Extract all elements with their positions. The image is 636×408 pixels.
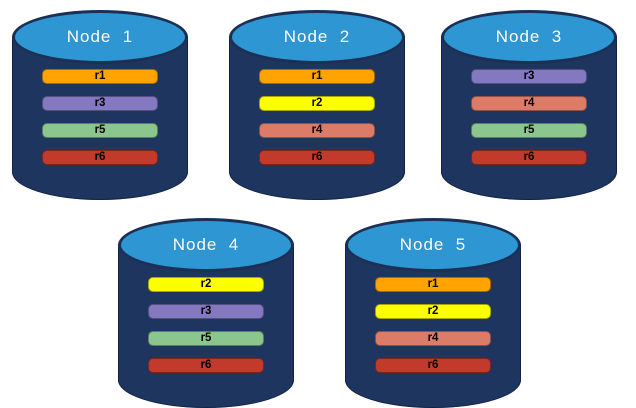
node-3-cylinder: Node 3 r3 r4 r5 r6: [441, 10, 617, 200]
replica-label: r3: [94, 96, 106, 109]
replica-label: r2: [200, 277, 212, 290]
replica-label: r6: [94, 150, 106, 163]
replica-bar-r5: r5: [148, 331, 264, 346]
replica-bar-r4: r4: [259, 123, 375, 138]
replica-bar-r2: r2: [148, 277, 264, 292]
node-1-cylinder: Node 1 r1 r3 r5 r6: [12, 10, 188, 200]
replica-label: r3: [523, 69, 535, 82]
replica-label: r4: [427, 331, 439, 344]
replica-label: r4: [311, 123, 323, 136]
replica-label: r6: [200, 358, 212, 371]
replica-bar-r6: r6: [259, 150, 375, 165]
node-1-replica-list: r1 r3 r5 r6: [12, 69, 188, 165]
node-2-replica-list: r1 r2 r4 r6: [229, 69, 405, 165]
node-1-label: Node 1: [66, 27, 134, 46]
replica-bar-r6: r6: [375, 358, 491, 373]
node-4-cylinder: Node 4 r2 r3 r5 r6: [118, 218, 294, 408]
node-5-label: Node 5: [399, 235, 467, 254]
replica-bar-r6: r6: [42, 150, 158, 165]
node-2-label: Node 2: [283, 27, 351, 46]
replica-label: r6: [311, 150, 323, 163]
replica-label: r5: [200, 331, 212, 344]
replica-label: r1: [427, 277, 439, 290]
replica-label: r3: [200, 304, 212, 317]
node-4-replica-list: r2 r3 r5 r6: [118, 277, 294, 373]
replica-bar-r1: r1: [375, 277, 491, 292]
node-4-label: Node 4: [172, 235, 240, 254]
replica-bar-r5: r5: [471, 123, 587, 138]
replica-label: r6: [427, 358, 439, 371]
replica-bar-r1: r1: [259, 69, 375, 84]
node-2-cylinder-top: Node 2: [229, 10, 405, 64]
node-3-replica-list: r3 r4 r5 r6: [441, 69, 617, 165]
replica-bar-r6: r6: [148, 358, 264, 373]
node-2-cylinder: Node 2 r1 r2 r4 r6: [229, 10, 405, 200]
replica-label: r4: [523, 96, 535, 109]
replica-bar-r5: r5: [42, 123, 158, 138]
node-3-label: Node 3: [495, 27, 563, 46]
replica-label: r2: [311, 96, 323, 109]
replica-bar-r3: r3: [471, 69, 587, 84]
node-5-replica-list: r1 r2 r4 r6: [345, 277, 521, 373]
replica-bar-r2: r2: [375, 304, 491, 319]
node-5-cylinder-top: Node 5: [345, 218, 521, 272]
replica-bar-r3: r3: [148, 304, 264, 319]
replica-bar-r4: r4: [471, 96, 587, 111]
replica-label: r6: [523, 150, 535, 163]
node-5-cylinder: Node 5 r1 r2 r4 r6: [345, 218, 521, 408]
replica-bar-r2: r2: [259, 96, 375, 111]
replica-bar-r3: r3: [42, 96, 158, 111]
replica-label: r5: [94, 123, 106, 136]
replica-label: r1: [94, 69, 106, 82]
node-1-cylinder-top: Node 1: [12, 10, 188, 64]
node-4-cylinder-top: Node 4: [118, 218, 294, 272]
replica-label: r2: [427, 304, 439, 317]
replica-bar-r6: r6: [471, 150, 587, 165]
replica-label: r1: [311, 69, 323, 82]
replica-bar-r1: r1: [42, 69, 158, 84]
replica-label: r5: [523, 123, 535, 136]
replica-bar-r4: r4: [375, 331, 491, 346]
node-3-cylinder-top: Node 3: [441, 10, 617, 64]
